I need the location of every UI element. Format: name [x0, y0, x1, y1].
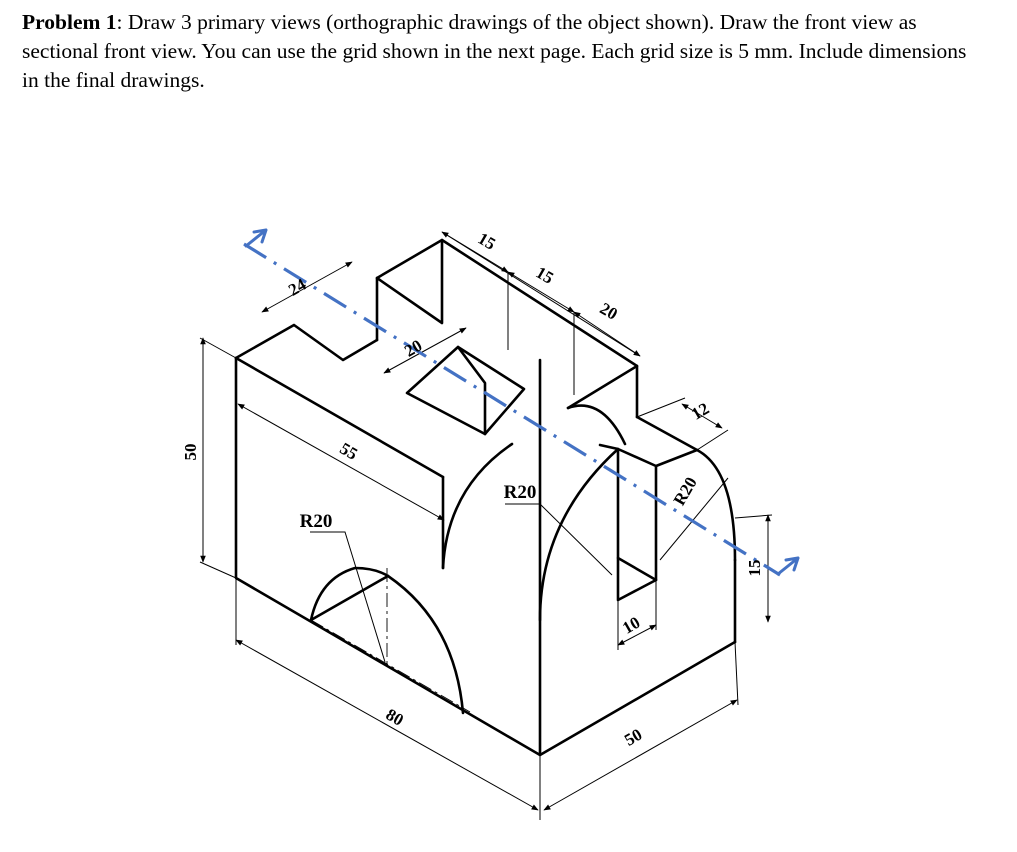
cutting-plane-arrow-right-icon — [776, 556, 800, 576]
dim-24: 24 — [285, 275, 310, 300]
right-slot-top — [654, 448, 699, 468]
ext-line-15-top — [734, 514, 773, 519]
leader-r20-right — [659, 477, 729, 561]
right-arc-front — [538, 447, 620, 622]
dimension-labels: 50 24 20 15 15 20 55 R20 R20 12 R20 10 8… — [181, 229, 764, 750]
dim-15-height: 15 — [745, 560, 764, 577]
cutting-plane-line — [243, 242, 781, 577]
dim-50-width: 50 — [621, 725, 645, 750]
left-cut-big-arc — [386, 574, 465, 715]
dim-80: 80 — [383, 705, 407, 730]
cutting-plane — [243, 228, 800, 577]
construction-lines — [310, 397, 729, 713]
dim-line-15a — [441, 231, 509, 273]
dim-15b: 15 — [533, 263, 557, 288]
extension-line-12 — [636, 397, 729, 451]
dim-line-55 — [237, 403, 445, 521]
top-opening-inner — [456, 345, 487, 436]
leader-r20-mid — [505, 503, 613, 576]
dim-r20-left: R20 — [300, 511, 333, 532]
dim-line-15b — [507, 271, 575, 313]
problem-label: Problem 1 — [22, 10, 117, 34]
dim-line-top-chain — [441, 231, 641, 357]
dim-r20-mid: R20 — [504, 482, 537, 503]
mid-arc — [441, 442, 514, 570]
dimension-lines — [199, 231, 773, 820]
problem-text: : Draw 3 primary views (orthographic dra… — [22, 10, 967, 92]
left-top-front-edge — [234, 356, 445, 479]
problem-statement: Problem 1: Draw 3 primary views (orthogr… — [22, 8, 982, 95]
center-line-left — [310, 619, 471, 713]
dim-55: 55 — [337, 439, 361, 464]
right-arc-back — [695, 448, 737, 562]
right-top-edge — [635, 415, 699, 452]
left-cut-chord — [309, 574, 390, 622]
dim-r20-right: R20 — [670, 474, 701, 509]
leader-r20-left — [310, 531, 386, 663]
right-slot-lower — [616, 556, 658, 602]
dim-line-12 — [681, 403, 723, 429]
dim-15a: 15 — [475, 229, 499, 254]
object-edges — [234, 238, 737, 757]
dim-line-20-slot — [383, 327, 467, 374]
upper-block-inner — [375, 238, 444, 325]
top-opening — [405, 345, 526, 436]
ext-line-50-width — [734, 641, 739, 706]
dim-20-slot: 20 — [401, 336, 425, 361]
dim-line-80 — [235, 639, 539, 811]
right-slot — [598, 443, 658, 582]
dim-line-20 — [573, 311, 641, 357]
left-cut-arc — [309, 566, 390, 622]
dim-20: 20 — [597, 299, 621, 324]
dim-line-24 — [261, 261, 353, 313]
mid-arc-rear — [566, 404, 627, 446]
cutting-plane-arrow-left-icon — [244, 228, 268, 248]
ext-line-50-top — [199, 337, 237, 359]
upper-block-front-edge — [566, 364, 639, 410]
dim-line-50-width — [543, 699, 738, 811]
left-face-outline — [234, 356, 542, 757]
left-top-edge — [234, 323, 379, 362]
dim-50-height: 50 — [181, 444, 200, 461]
dim-line-10 — [617, 624, 657, 646]
ext-line-50-bottom — [199, 561, 237, 579]
